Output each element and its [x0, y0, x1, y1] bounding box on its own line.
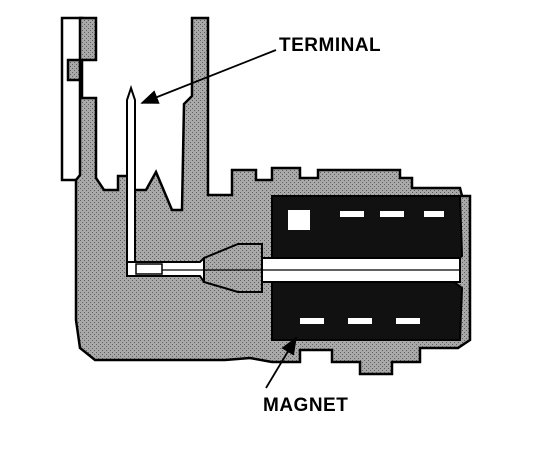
magnet [271, 195, 464, 341]
magnet-leader-line [265, 336, 297, 389]
magnet-label: MAGNET [263, 395, 349, 416]
terminal-leader-line [140, 49, 277, 104]
terminal-label: TERMINAL [279, 35, 382, 56]
terminal-pin [126, 84, 461, 293]
